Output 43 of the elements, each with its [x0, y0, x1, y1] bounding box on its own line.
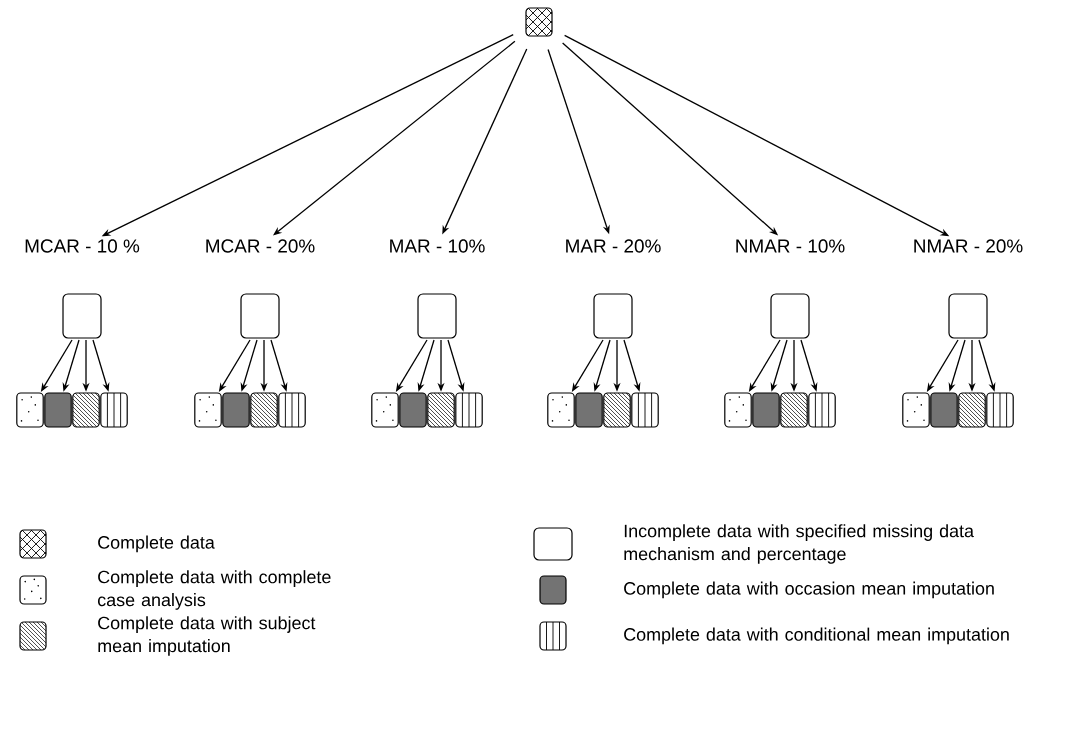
data-box — [44, 392, 72, 428]
data-box — [16, 392, 44, 428]
legend-text: Complete data — [98, 535, 215, 553]
data-box — [100, 392, 128, 428]
labelled-box: MAR - 20% — [566, 239, 661, 339]
labelled-box: NMAR - 20% — [914, 239, 1023, 339]
data-box — [930, 392, 958, 428]
labelled-box: MCAR - 10 % — [25, 239, 140, 339]
data-box — [455, 392, 483, 428]
legend-text: Complete data with conditional mean imputation — [624, 627, 1009, 645]
data-box — [724, 392, 752, 428]
data-box — [194, 392, 222, 428]
node-label: MAR - 20% — [566, 239, 661, 253]
data-box — [525, 7, 553, 37]
data-box — [752, 392, 780, 428]
node-label: MCAR - 10 % — [25, 239, 140, 253]
data-box — [986, 392, 1014, 428]
data-box — [399, 392, 427, 428]
labelled-box: NMAR - 10% — [736, 239, 845, 339]
data-box — [902, 392, 930, 428]
labelled-box: MCAR - 20% — [206, 239, 315, 339]
data-box — [575, 392, 603, 428]
legend-text: Incomplete data with specified missing data mechanism and percentage — [624, 524, 974, 564]
node-label: MAR - 10% — [390, 239, 485, 253]
node-label: NMAR - 10% — [736, 239, 845, 253]
data-box — [427, 392, 455, 428]
data-box — [958, 392, 986, 428]
data-box — [222, 392, 250, 428]
legend-text: Complete data with subject mean imputation — [98, 616, 316, 656]
legend-text: Complete data with complete case analysis — [97, 570, 331, 610]
data-box — [278, 392, 306, 428]
node-label: MCAR - 20% — [206, 239, 315, 253]
data-box — [371, 392, 399, 428]
data-box — [72, 392, 100, 428]
data-box — [808, 392, 836, 428]
labelled-box: MAR - 10% — [390, 239, 485, 339]
data-box — [250, 392, 278, 428]
data-box — [780, 392, 808, 428]
legend-text: Complete data with occasion mean imputation — [624, 581, 994, 599]
data-box — [603, 392, 631, 428]
data-box — [547, 392, 575, 428]
data-box — [631, 392, 659, 428]
node-label: NMAR - 20% — [914, 239, 1023, 253]
